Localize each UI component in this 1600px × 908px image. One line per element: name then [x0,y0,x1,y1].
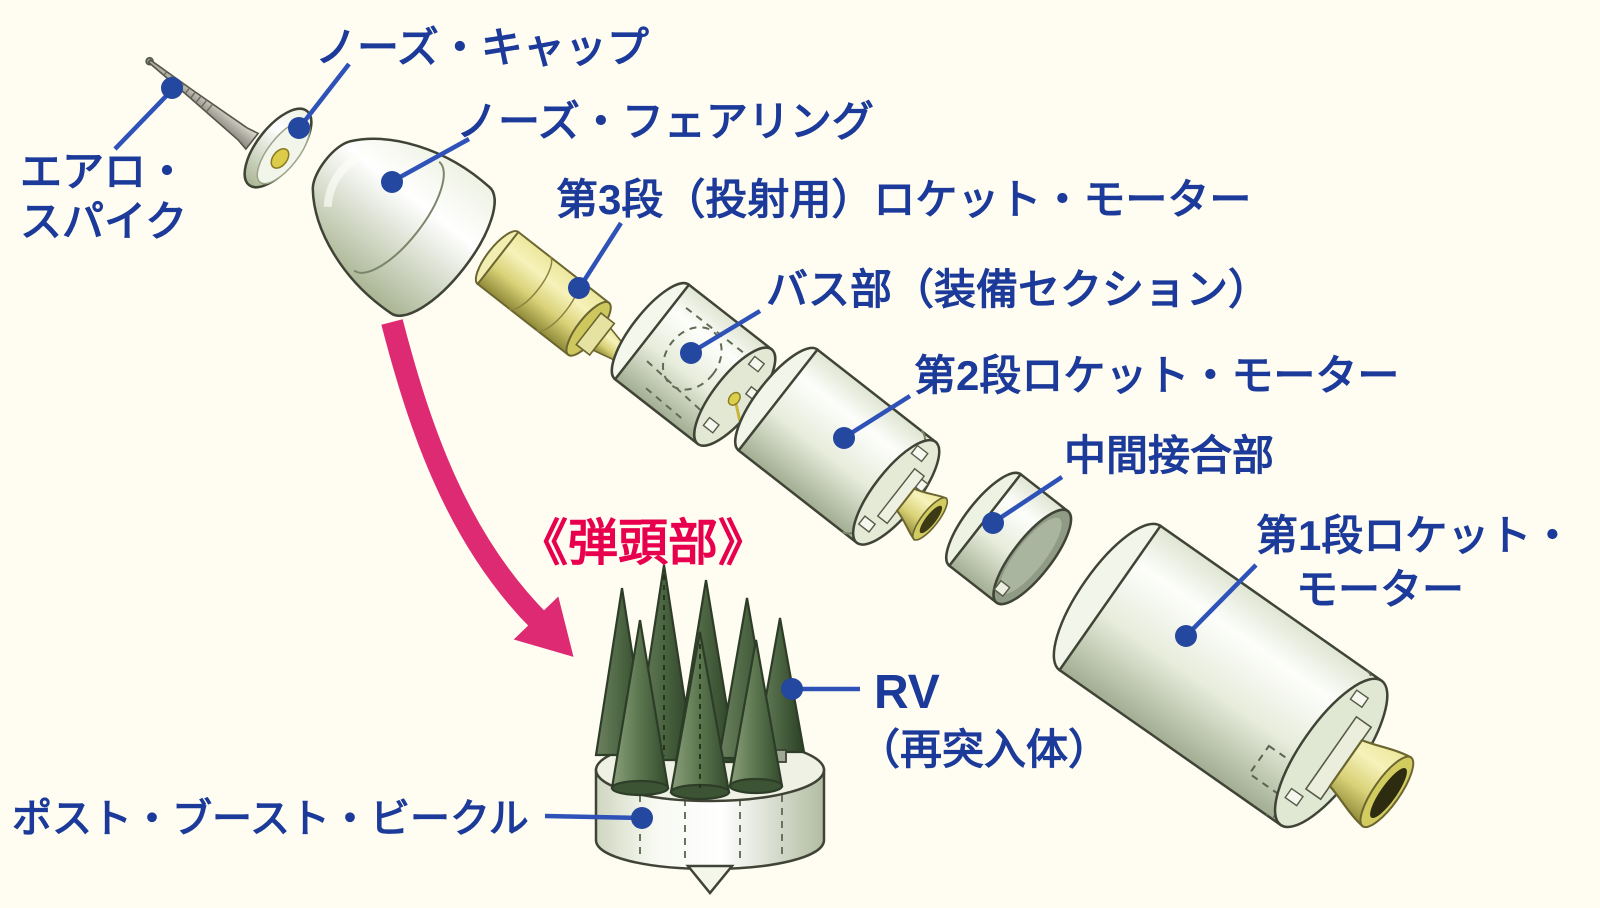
label-aero-spike-line1: エアロ・ [20,148,188,195]
label-stage2-motor: 第2段ロケット・モーター [914,352,1399,399]
dot-interstage [982,512,1004,534]
label-stage1-motor-line1: 第1段ロケット・ [1256,512,1573,559]
label-nose-fairing: ノーズ・フェアリング [456,98,874,145]
stage1-rocket-motor [1052,522,1415,829]
dot-bus [680,342,702,364]
label-aero-spike-line2: スパイク [20,198,187,245]
label-post-boost-vehicle: ポスト・ブースト・ビークル [12,796,529,841]
bus-internal-dashes [645,307,750,423]
dot-nose-cap [288,117,310,139]
label-rv-line2: （再突入体） [858,726,1110,773]
dot-stage3 [568,277,590,299]
label-stage1-motor-line2: モーター [1296,566,1464,613]
dot-rv [781,678,803,700]
leader-stage3 [578,221,623,289]
label-bus-section: バス部（装備セクション） [766,266,1270,313]
nose-fairing [311,137,496,317]
fairing-highlight [323,147,373,208]
rv-cones-front [610,619,784,801]
dot-nose-fairing [381,171,403,193]
fairing-seam [353,160,445,274]
interstage-section [945,471,1073,606]
dot-pbv [631,807,653,829]
leader-bus [690,309,762,354]
pbv-keel-tab [685,864,735,895]
label-nose-cap: ノーズ・キャップ [315,24,649,71]
label-stage3-motor: 第3段（投射用）ロケット・モーター [556,176,1251,223]
bus-section [610,281,777,447]
dot-stage2 [833,427,855,449]
arrowhead [513,596,574,657]
leader-aero-spike [113,88,174,151]
dot-stage1 [1175,625,1197,647]
nose-cap-center [270,148,290,169]
leader-lines [113,62,1258,829]
leader-interstage [992,475,1064,524]
dot-aero-spike [161,77,183,99]
leader-nose-cap [298,62,351,129]
label-rv-line1: RV [874,666,940,719]
labels: エアロ・ スパイク ノーズ・キャップ ノーズ・フェアリング 第3段（投射用）ロケ… [12,24,1573,841]
leader-stage1 [1185,563,1258,637]
leader-stage2 [843,394,912,439]
leader-pbv [544,813,642,821]
leader-nose-fairing [391,137,471,183]
warhead-arrow [381,319,574,657]
label-interstage: 中間接合部 [1064,432,1274,479]
label-warhead-section-title: 《弾頭部》 [518,515,768,571]
aero-spike [145,56,260,151]
warhead-group [594,564,826,895]
